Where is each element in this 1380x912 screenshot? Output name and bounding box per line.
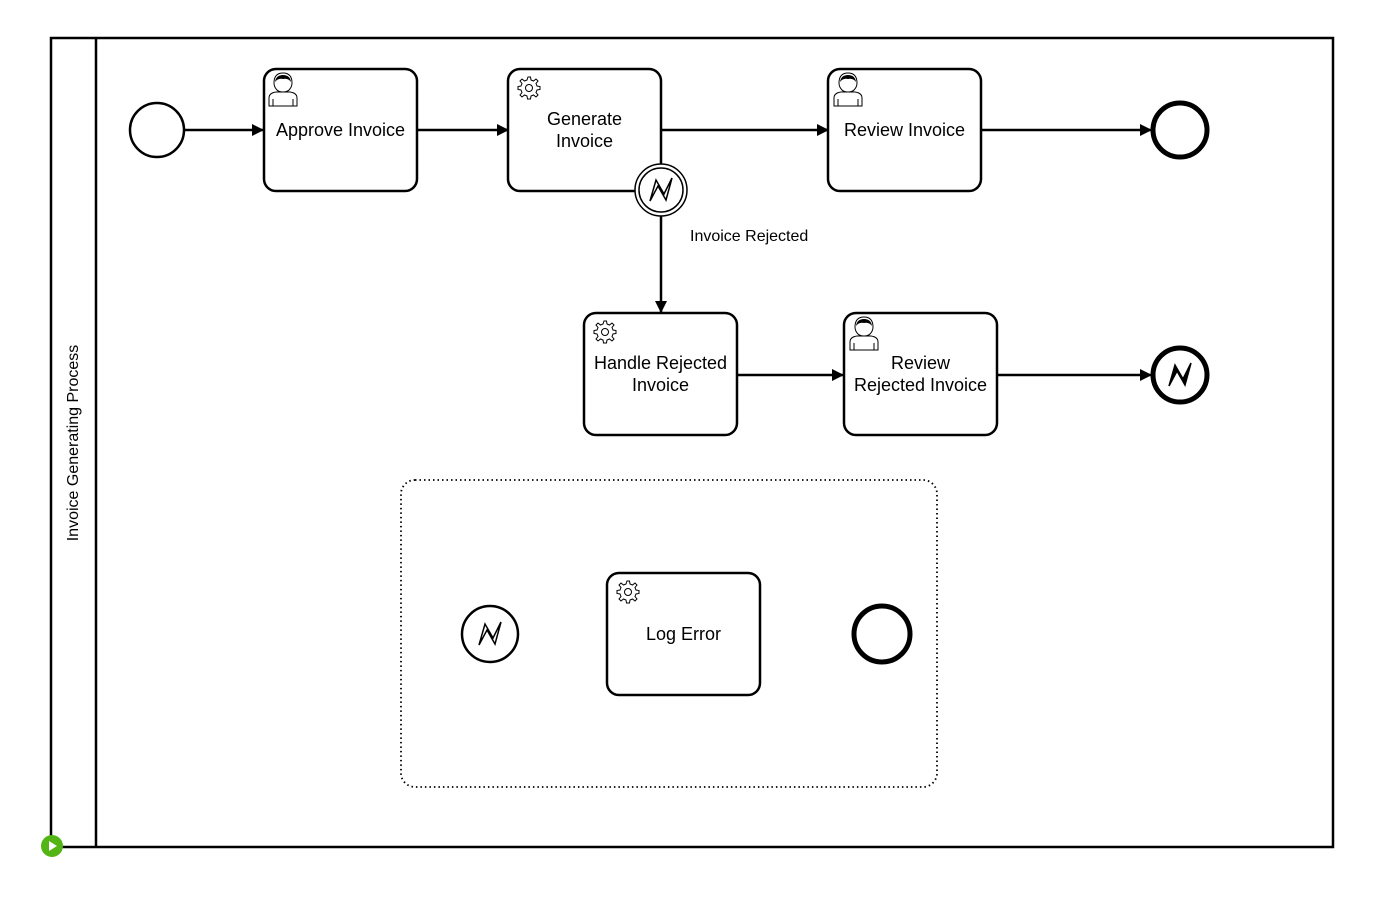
run-button[interactable] xyxy=(41,835,63,857)
task-label-line: Approve Invoice xyxy=(276,120,405,140)
play-icon xyxy=(49,841,57,851)
task-review-invoice[interactable]: Review Invoice xyxy=(826,67,983,193)
subprocess-end-event[interactable] xyxy=(851,603,913,665)
task-label-line: Invoice xyxy=(632,375,689,395)
task-label-line: Log Error xyxy=(646,624,721,644)
task-label-line: Generate xyxy=(547,109,622,129)
gear-icon xyxy=(593,320,617,344)
invoice-rejected-label: Invoice Rejected xyxy=(690,228,808,245)
gear-icon xyxy=(517,76,541,100)
task-label-line: Handle Rejected xyxy=(594,353,727,373)
gear-icon xyxy=(616,580,640,604)
task-label-line: Invoice xyxy=(556,131,613,151)
task-label-line: Review xyxy=(891,353,951,373)
task-label-line: Review Invoice xyxy=(844,120,965,140)
start-event[interactable] xyxy=(128,101,186,159)
task-label: Review Invoice xyxy=(844,120,965,140)
error-end-event[interactable] xyxy=(1150,345,1210,405)
end-event[interactable] xyxy=(1150,100,1210,160)
error-boundary-event[interactable] xyxy=(634,163,688,217)
task-label: Log Error xyxy=(646,624,721,644)
error-start-event[interactable] xyxy=(460,604,520,664)
task-label: Approve Invoice xyxy=(276,120,405,140)
task-approve-invoice[interactable]: Approve Invoice xyxy=(262,67,419,193)
pool-label: Invoice Generating Process xyxy=(65,345,82,542)
sequence-flows xyxy=(184,124,1152,640)
task-log-error[interactable]: Log Error xyxy=(605,571,762,697)
task-label-line: Rejected Invoice xyxy=(854,375,987,395)
